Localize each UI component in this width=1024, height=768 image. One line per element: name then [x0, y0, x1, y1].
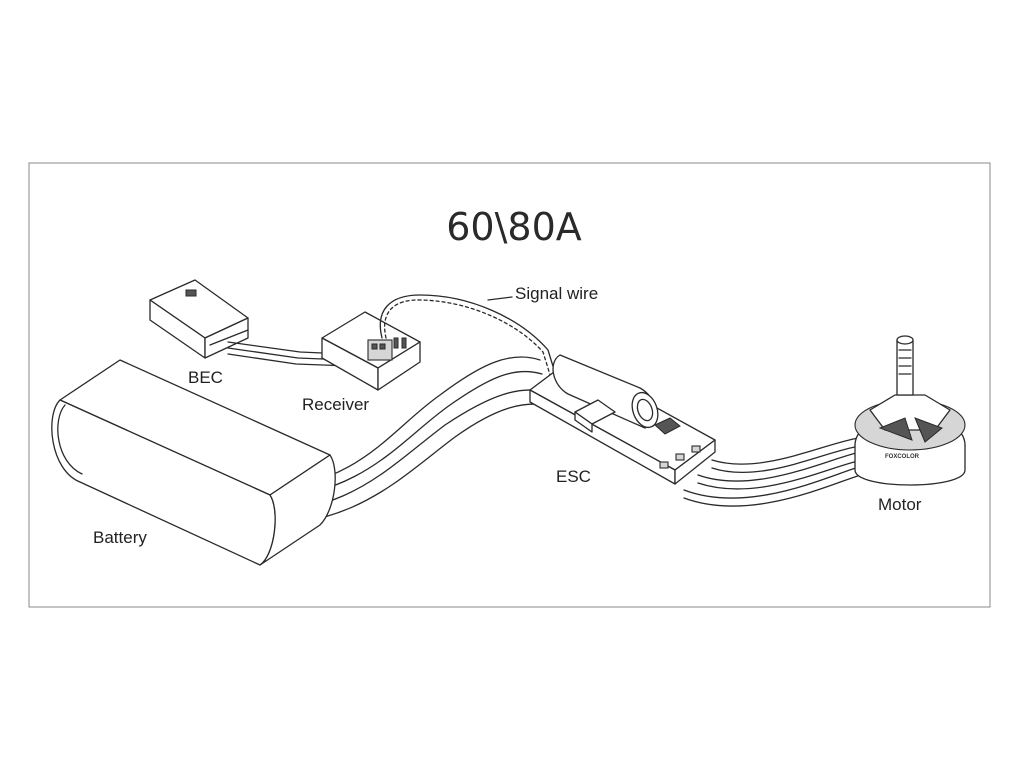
label-receiver: Receiver — [302, 395, 369, 414]
battery — [51, 359, 336, 566]
diagram-title: 60\80A — [446, 205, 582, 249]
label-esc: ESC — [556, 467, 591, 486]
label-signal-wire: Signal wire — [515, 284, 598, 303]
receiver-module — [321, 311, 421, 391]
label-motor: Motor — [878, 495, 922, 514]
label-bec: BEC — [188, 368, 223, 387]
motor-wires — [683, 437, 865, 507]
label-battery: Battery — [93, 528, 147, 547]
motor: FOXCOLOR — [854, 335, 966, 486]
esc-module — [529, 354, 716, 485]
bec-module — [149, 279, 249, 359]
signal-wire — [379, 294, 557, 379]
motor-brand-text: FOXCOLOR — [885, 454, 920, 460]
